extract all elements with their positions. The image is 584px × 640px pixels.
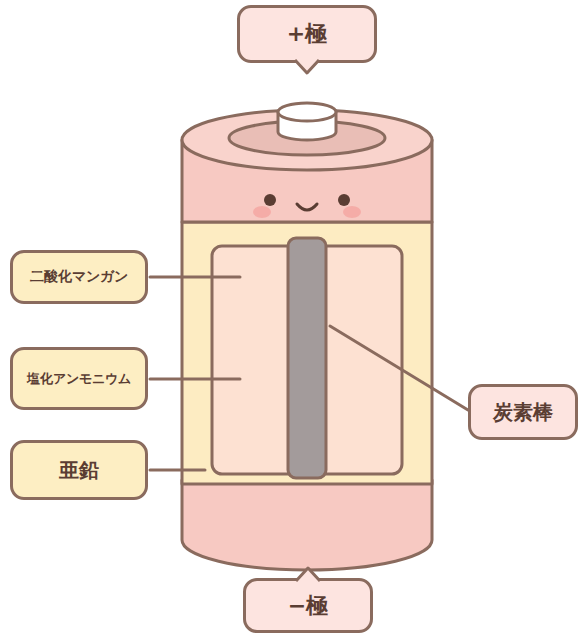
- label-text: +極: [287, 19, 327, 49]
- label-text: 塩化アンモニウム: [27, 370, 131, 388]
- battery-body: [182, 222, 432, 484]
- part-label: 亜鉛: [10, 440, 148, 500]
- terminal-label: +極: [237, 5, 377, 63]
- bottom-cap: [182, 480, 432, 570]
- carbon-rod: [288, 238, 326, 478]
- label-text: 亜鉛: [59, 457, 99, 484]
- part-label: 炭素棒: [468, 384, 578, 440]
- part-label: 塩化アンモニウム: [10, 347, 148, 410]
- callout-tail: [296, 566, 320, 581]
- callout-tail: [295, 60, 319, 75]
- leader-lines: [150, 277, 468, 470]
- label-text: 炭素棒: [493, 399, 553, 426]
- face: [253, 194, 361, 218]
- part-label: 二酸化マンガン: [10, 250, 148, 304]
- label-text: 二酸化マンガン: [30, 268, 128, 286]
- label-text: −極: [288, 591, 328, 621]
- terminal-top: [278, 103, 336, 121]
- terminal-label: −極: [243, 578, 373, 633]
